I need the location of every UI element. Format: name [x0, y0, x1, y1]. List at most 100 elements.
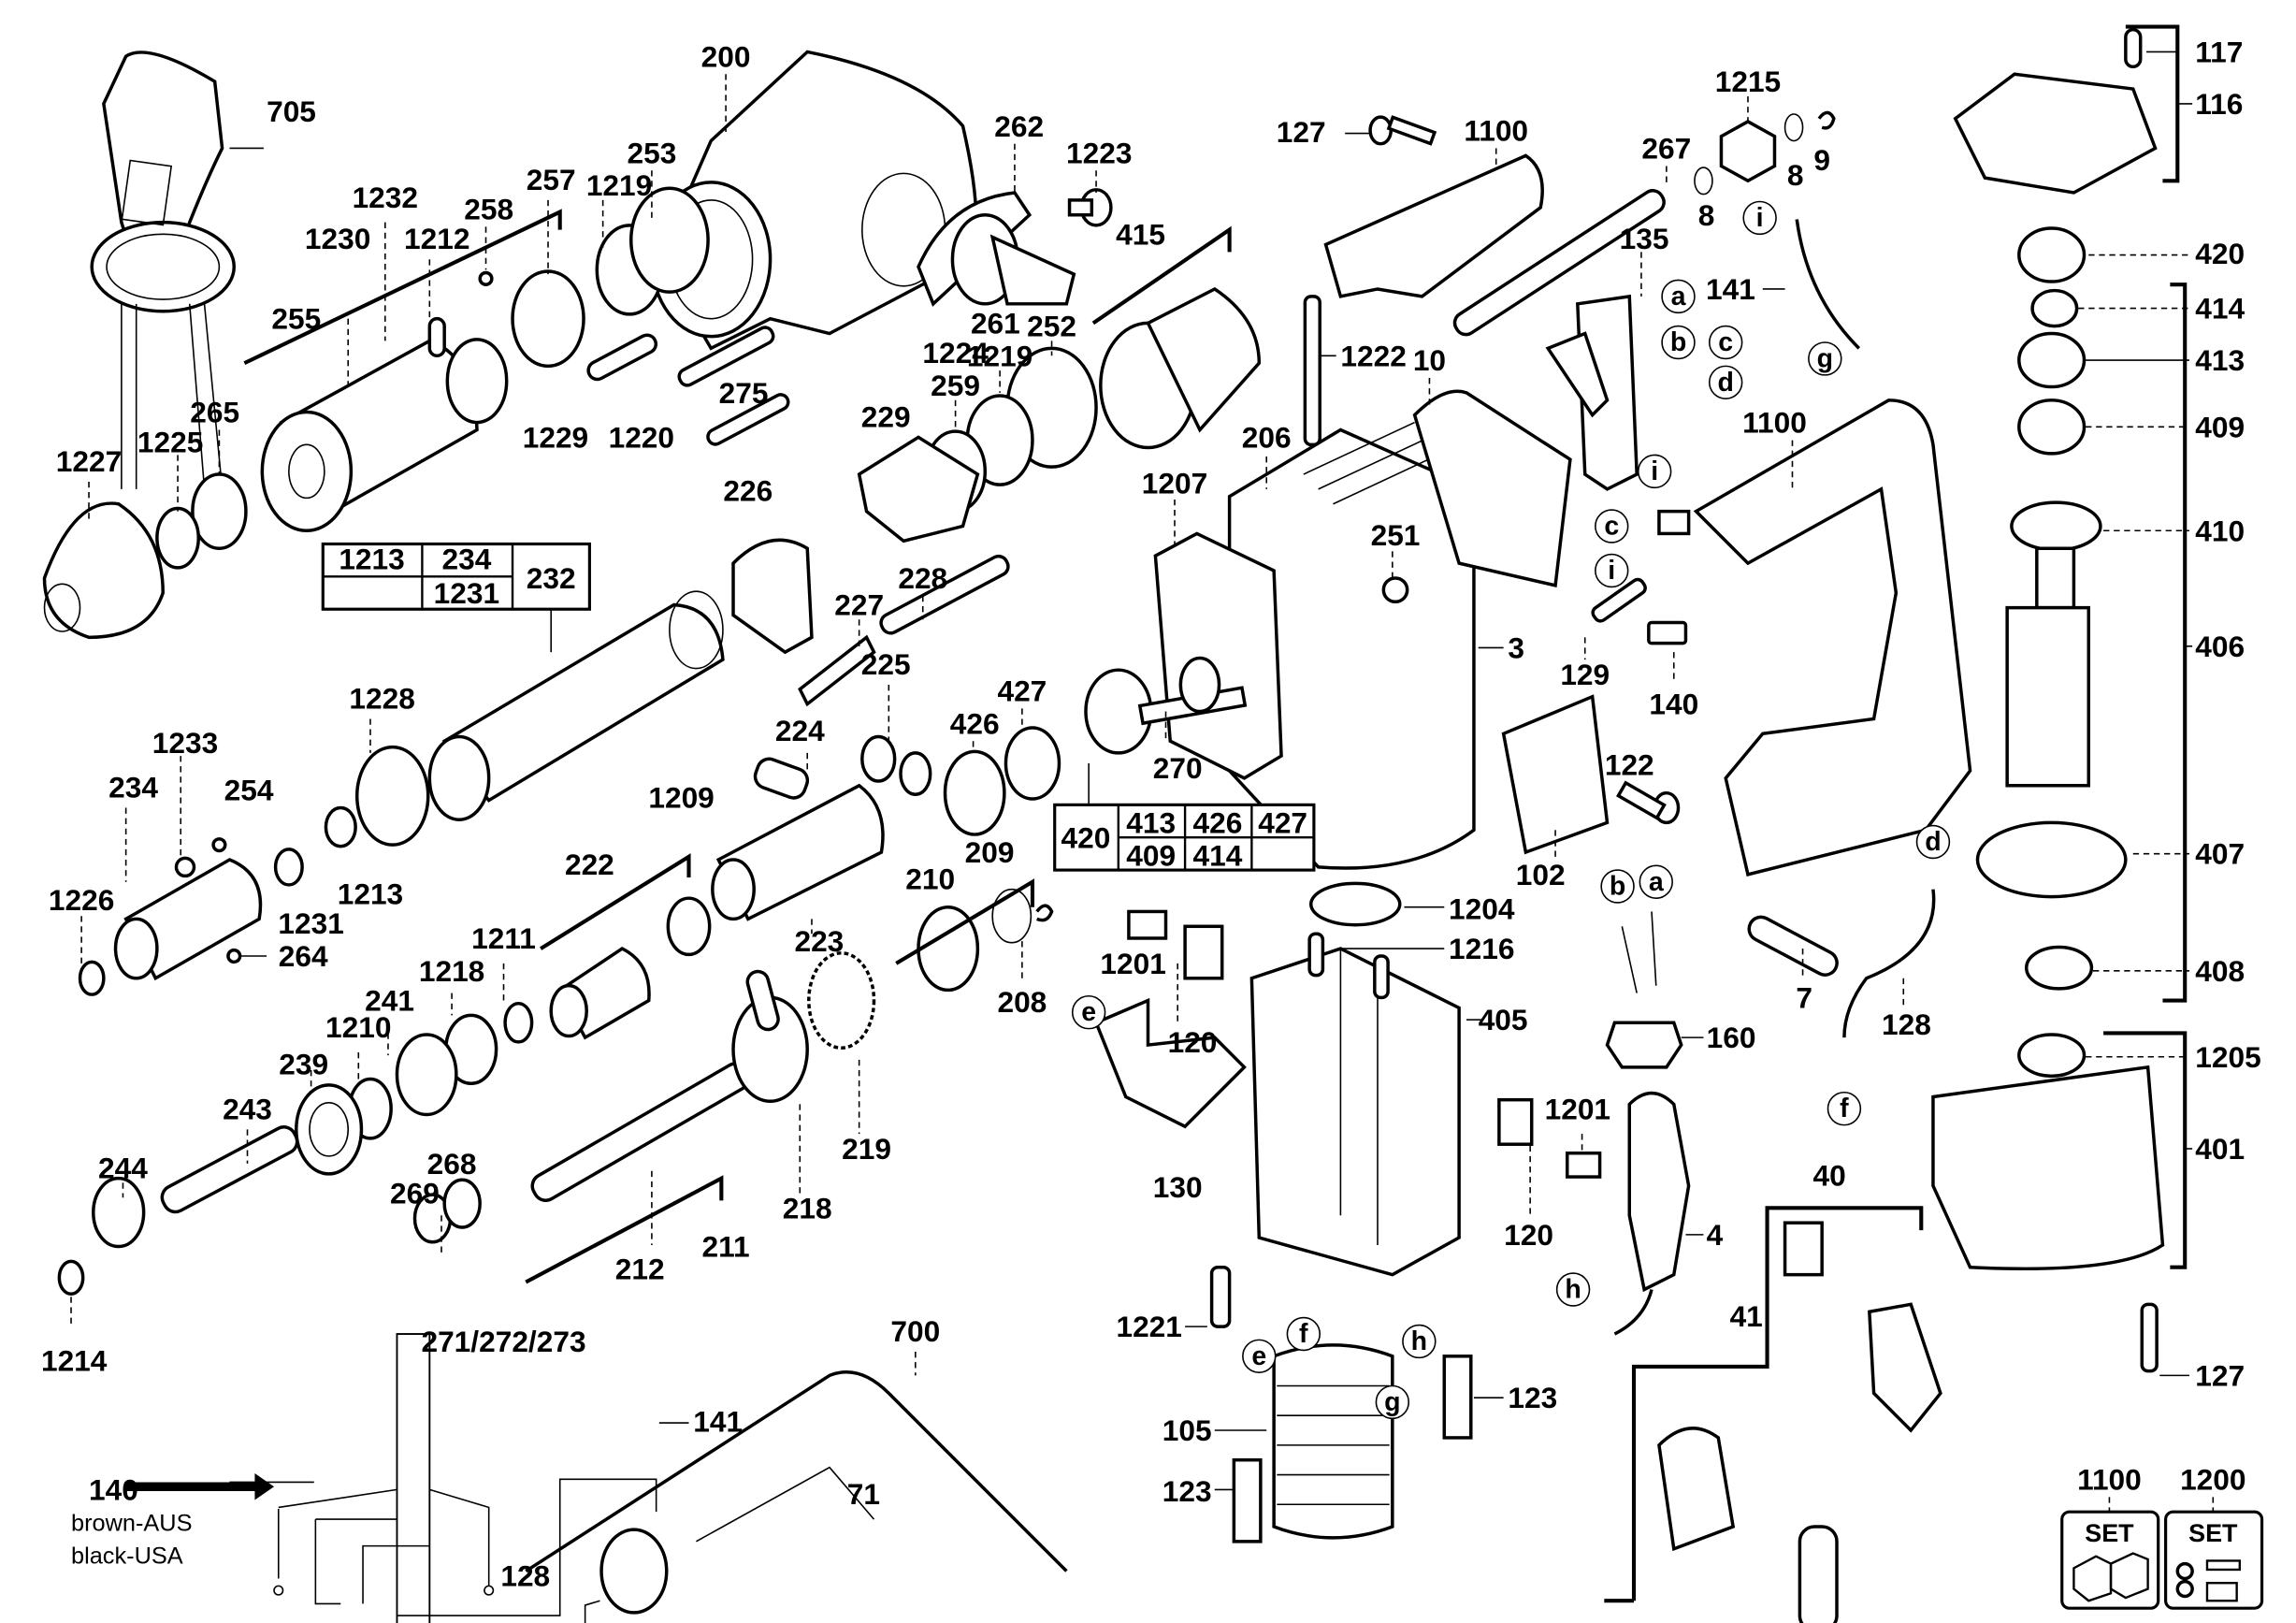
kit-table-420-cell: 413	[1126, 805, 1176, 839]
connector-letter-i3: i	[1595, 553, 1629, 588]
connector-letter-d1: d	[1708, 365, 1743, 400]
anvil-243	[160, 1125, 299, 1214]
set-badge-label: 1200	[2180, 1462, 2245, 1496]
circlip-9	[1817, 110, 1836, 130]
connector-letter-g2: g	[1375, 1384, 1410, 1420]
pin-117	[2124, 27, 2143, 69]
kit-table-420-cell: 427	[1258, 805, 1307, 839]
kit-table-232-span: 232	[527, 561, 576, 595]
ball-254	[211, 837, 227, 853]
ring-1209	[666, 896, 712, 957]
part-label-127a: 127	[1277, 115, 1326, 149]
connector-letter-text: i	[1756, 203, 1764, 233]
bearing-409	[2017, 399, 2087, 456]
set-badge-1200: SET 1200	[2164, 1462, 2264, 1610]
part-label-128a: 128	[1882, 1007, 1931, 1041]
bushing-1205	[2017, 1033, 2087, 1079]
set-badge-text: SET	[2085, 1519, 2134, 1547]
connector-letter-f1: f	[1827, 1091, 1862, 1126]
connector-letter-f2: f	[1286, 1316, 1321, 1352]
part-label-1205: 1205	[2195, 1040, 2260, 1074]
part-label-427: 427	[997, 674, 1047, 707]
wiring-diagram: 140 141 128 brown-AUS black-USA	[71, 1333, 743, 1623]
connector-letter-text: b	[1670, 327, 1686, 357]
part-label-420: 420	[2195, 237, 2245, 270]
part-label-212: 212	[615, 1252, 665, 1285]
screw-127b	[2140, 1302, 2159, 1373]
ball-258	[478, 270, 494, 286]
part-label-1214: 1214	[41, 1344, 108, 1378]
kit-table-420-cell: 414	[1193, 838, 1243, 872]
motor-housing-206	[1227, 421, 1476, 870]
bearing-415	[1099, 286, 1262, 450]
housing-set-icon	[2072, 1552, 2149, 1602]
part-label-239: 239	[279, 1048, 328, 1081]
part-label-117: 117	[2195, 36, 2243, 69]
part-label-270: 270	[1153, 751, 1203, 785]
connector-letter-b1: b	[1661, 325, 1696, 360]
part-label-209: 209	[965, 835, 1015, 869]
connector-letter-text: b	[1610, 872, 1625, 902]
screw-1222	[1303, 295, 1321, 447]
kit-table-420-cell: 409	[1126, 838, 1176, 872]
part-label-264: 264	[279, 939, 328, 973]
wiring-note-usa: black-USA	[71, 1543, 183, 1570]
ring-241	[395, 1033, 458, 1117]
wiring-label-140: 140	[89, 1472, 138, 1506]
connector-letter-text: h	[1411, 1326, 1427, 1356]
o-ring-1228	[354, 745, 430, 847]
insulator-123b	[1232, 1457, 1263, 1543]
wiring-label-128: 128	[500, 1558, 550, 1592]
part-label-200: 200	[701, 39, 751, 73]
pinion-420	[2017, 226, 2087, 283]
part-label-129: 129	[1560, 658, 1610, 691]
set-badge-label: 1100	[2077, 1462, 2142, 1496]
part-label-244: 244	[98, 1152, 148, 1185]
part-label-1221: 1221	[1116, 1310, 1181, 1343]
bearing-408	[2024, 945, 2094, 991]
part-label-700: 700	[890, 1314, 940, 1348]
kit-table-420: 420 413 426 427 409 414	[1053, 763, 1316, 872]
circlip-209	[1035, 904, 1054, 922]
connector-letter-text: i	[1651, 456, 1658, 486]
connector-letter-text: c	[1718, 327, 1733, 357]
spindle-267	[1452, 189, 1666, 337]
connector-letter-text: d	[1925, 827, 1941, 857]
part-label-252: 252	[1027, 310, 1076, 343]
connector-letter-a1: a	[1661, 279, 1696, 314]
part-label-1222: 1222	[1340, 339, 1406, 372]
ring-269-268	[412, 1178, 482, 1244]
ring-225a	[860, 734, 897, 783]
part-label-116: 116	[2195, 87, 2243, 121]
switch-135	[1545, 294, 1639, 491]
part-label-1209: 1209	[648, 781, 714, 815]
part-label-8b: 8	[1787, 158, 1804, 192]
cable-141	[1795, 219, 1860, 350]
part-label-225: 225	[861, 647, 911, 681]
kit-table-232-cell: 1231	[434, 576, 499, 610]
pin-7	[1747, 915, 1839, 977]
armature-406	[1975, 546, 2128, 899]
part-label-229: 229	[861, 399, 911, 433]
pin-224	[753, 757, 810, 800]
spring-129	[1591, 577, 1647, 623]
part-label-40: 40	[1812, 1159, 1845, 1193]
part-label-234: 234	[108, 770, 158, 804]
part-label-1213: 1213	[338, 877, 403, 911]
connector-letter-text: f	[1299, 1319, 1308, 1349]
ring-1214	[57, 1259, 85, 1296]
part-label-405: 405	[1479, 1003, 1528, 1036]
pin-1232	[427, 316, 446, 358]
bushing-239	[295, 1083, 364, 1176]
handle-half-1100b	[1693, 399, 1972, 877]
gasket-1207	[1153, 531, 1283, 780]
kit-table-232: 1213 234 1231 232	[321, 542, 591, 653]
ring-427	[1004, 726, 1061, 801]
part-label-135: 135	[1620, 222, 1669, 255]
connector-letter-i2: i	[1637, 454, 1672, 489]
part-label-4: 4	[1707, 1218, 1724, 1252]
part-label-41: 41	[1730, 1299, 1763, 1333]
part-label-1229: 1229	[523, 421, 588, 455]
insulator-123a	[1442, 1355, 1473, 1440]
